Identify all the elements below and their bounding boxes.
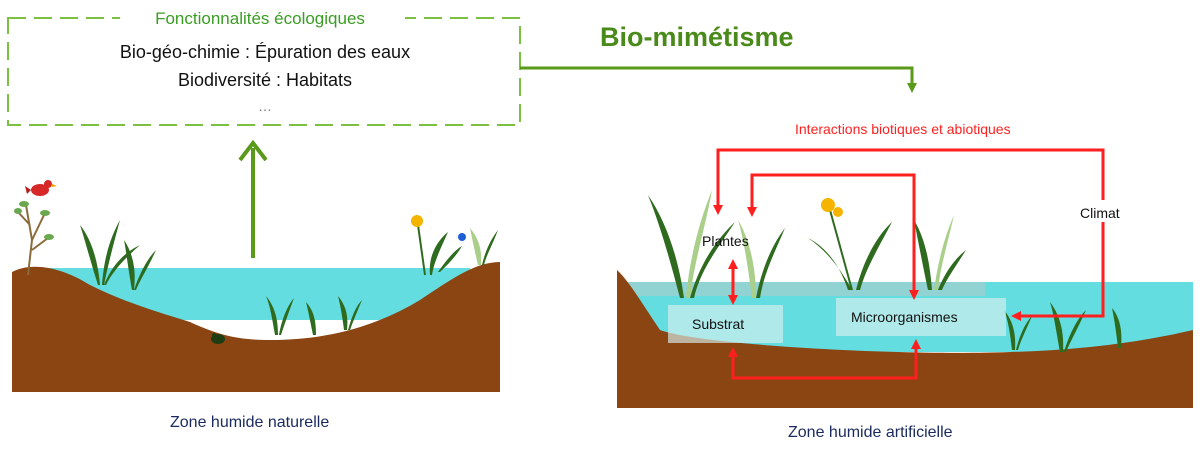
- plant-icon: [914, 215, 966, 290]
- natural-wetland: [12, 180, 500, 392]
- node-substrate: Substrat: [692, 316, 745, 332]
- features-line-ellipsis: …: [258, 98, 272, 114]
- microorganisms-box: [836, 298, 1006, 336]
- node-climate: Climat: [1080, 205, 1120, 221]
- features-title-backdrop: [120, 8, 405, 30]
- frog-icon: [211, 333, 225, 344]
- artificial-soil: [617, 270, 1193, 408]
- climate-to-micro-arrow: [1011, 222, 1105, 321]
- caption-artificial-wetland: Zone humide artificielle: [788, 424, 953, 441]
- climate-to-plants-arrow: [713, 148, 1105, 215]
- node-plants: Plantes: [702, 233, 749, 249]
- interaction-arrows: [713, 148, 1105, 380]
- up-arrow-head: [238, 139, 268, 162]
- plant-icon: [1004, 302, 1122, 352]
- tree-icon: [14, 201, 54, 276]
- interactions-label: Interactions biotiques et abiotiques: [795, 121, 1011, 137]
- substrate-micro-link: [728, 339, 921, 380]
- features-box: [7, 17, 521, 126]
- features-line-biodiversity: Biodiversité : Habitats: [177, 70, 353, 90]
- flower-icon: [808, 198, 892, 291]
- substrate-box: [668, 305, 783, 343]
- biomimetism-label: Bio-mimétisme: [600, 22, 794, 52]
- flower-icon: [411, 215, 498, 276]
- plants-micro-link: [747, 173, 919, 300]
- plant-icon: [80, 220, 156, 290]
- node-microorganisms: Microorganismes: [851, 309, 958, 325]
- biomimetism-arrow: [520, 66, 917, 93]
- artificial-wetland: [617, 190, 1193, 408]
- caption-natural-wetland: Zone humide naturelle: [170, 414, 330, 431]
- natural-soil: [12, 262, 500, 392]
- features-line-biogeochemistry: Bio-géo-chimie : Épuration des eaux: [119, 42, 411, 62]
- plant-icon: [266, 296, 362, 335]
- features-title: Fonctionnalités écologiques: [155, 9, 365, 28]
- bird-icon: [25, 180, 57, 196]
